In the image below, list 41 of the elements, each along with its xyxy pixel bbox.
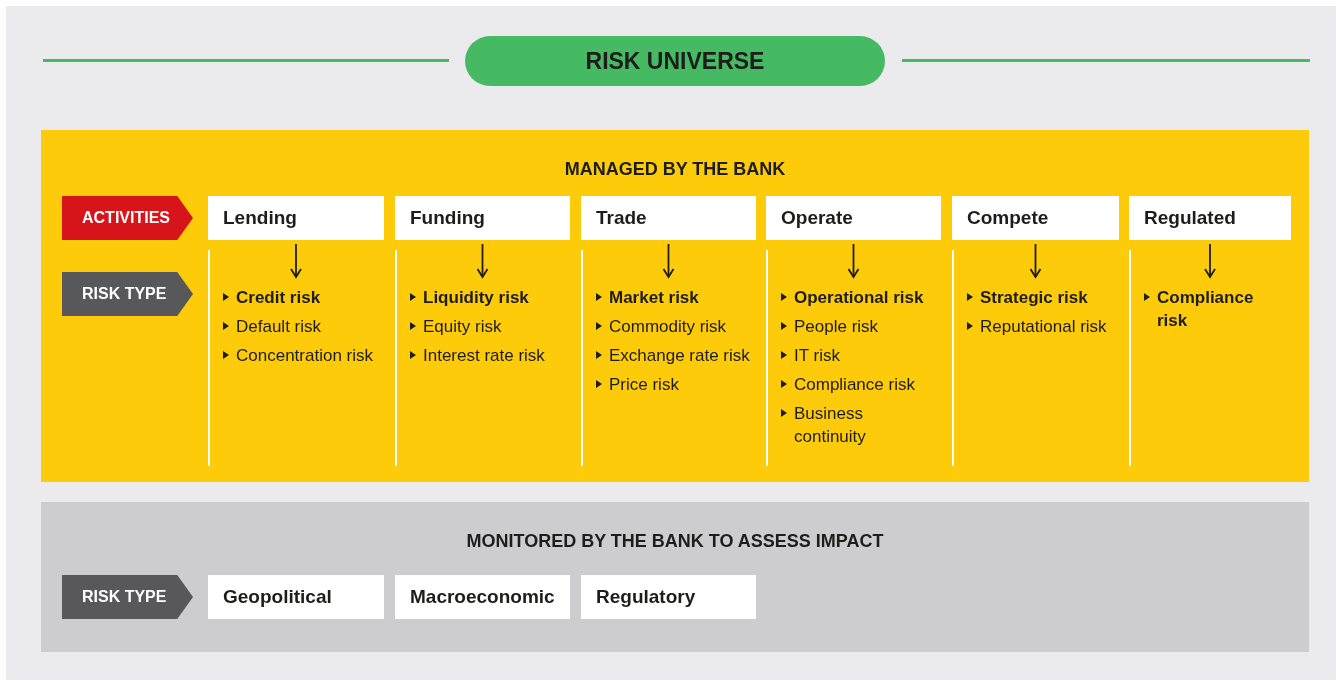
label-box: Macroeconomic (395, 575, 570, 619)
risk-item: Liquidity risk (423, 287, 529, 309)
risk-item: Commodity risk (609, 316, 727, 338)
risk-item: Credit risk (236, 287, 321, 309)
risk-item: Reputational risk (980, 316, 1107, 338)
risk-item: Business continuity (794, 403, 867, 448)
arrow (290, 243, 302, 278)
label-box: Regulated (1129, 196, 1291, 240)
label-box: Trade (581, 196, 756, 240)
arrow (476, 243, 489, 278)
arrow (662, 243, 675, 278)
panel-heading: MONITORED BY THE BANK TO ASSESS IMPACT (465, 530, 885, 553)
risk-item: Compliance risk (794, 374, 915, 396)
arrow (1204, 243, 1216, 278)
panel-heading: MANAGED BY THE BANK (563, 158, 787, 181)
risk-item: IT risk (794, 345, 840, 367)
arrow (847, 243, 860, 278)
risk-item: Strategic risk (980, 287, 1088, 309)
arrow-tag: RISK TYPE (62, 575, 193, 619)
risk-item: Compliance risk (1157, 287, 1255, 332)
risk-item: Market risk (609, 287, 699, 309)
risk-item: Concentration risk (236, 345, 373, 367)
label-box: Operate (766, 196, 941, 240)
managed-panel (41, 130, 1309, 482)
risk-item: Price risk (609, 374, 679, 396)
risk-item: Default risk (236, 316, 322, 338)
risk-item: Equity risk (423, 316, 502, 338)
label-box: Lending (208, 196, 384, 240)
risk-item: People risk (794, 316, 879, 338)
label-box: Geopolitical (208, 575, 384, 619)
arrow-tag: ACTIVITIES (62, 196, 193, 240)
risk-item: Interest rate risk (423, 345, 545, 367)
arrow-tag: RISK TYPE (62, 272, 193, 316)
title-pill: RISK UNIVERSE (465, 36, 885, 86)
label-box: Regulatory (581, 575, 756, 619)
label-box: Compete (952, 196, 1119, 240)
risk-item: Exchange rate risk (609, 345, 750, 367)
monitored-panel (41, 502, 1309, 652)
risk-item: Operational risk (794, 287, 924, 309)
label-box: Funding (395, 196, 570, 240)
arrow (1029, 243, 1042, 278)
